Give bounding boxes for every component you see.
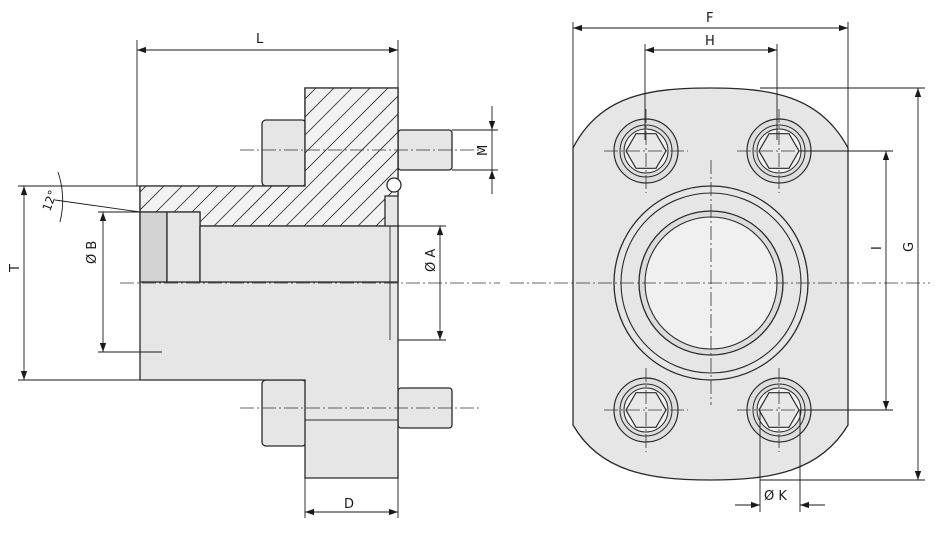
dim-label-D: D bbox=[344, 497, 354, 512]
socket-weld-end bbox=[139, 211, 168, 283]
dim-label-K: Ø K bbox=[764, 489, 787, 504]
front-view: F H I G Ø K bbox=[510, 11, 930, 512]
dim-label-G: G bbox=[902, 242, 917, 252]
bolt-bottom-left bbox=[604, 368, 688, 452]
dim-label-H: H bbox=[705, 34, 715, 49]
dim-label-T: T bbox=[8, 264, 23, 273]
dim-label-I: I bbox=[870, 246, 885, 250]
dim-label-F: F bbox=[706, 11, 713, 26]
dim-label-A: Ø A bbox=[424, 249, 439, 272]
dim-label-L: L bbox=[256, 32, 264, 47]
o-ring bbox=[386, 177, 402, 193]
socket-step bbox=[166, 211, 201, 283]
dim-label-B: Ø B bbox=[85, 241, 100, 264]
bolt-top-left bbox=[604, 109, 688, 193]
dim-label-angle: 12° bbox=[40, 188, 60, 213]
dim-label-M: M bbox=[476, 145, 491, 156]
lower-bolt-head bbox=[261, 379, 307, 447]
upper-bolt-head bbox=[261, 119, 307, 187]
bore bbox=[199, 225, 399, 283]
angle-arc bbox=[57, 171, 64, 223]
